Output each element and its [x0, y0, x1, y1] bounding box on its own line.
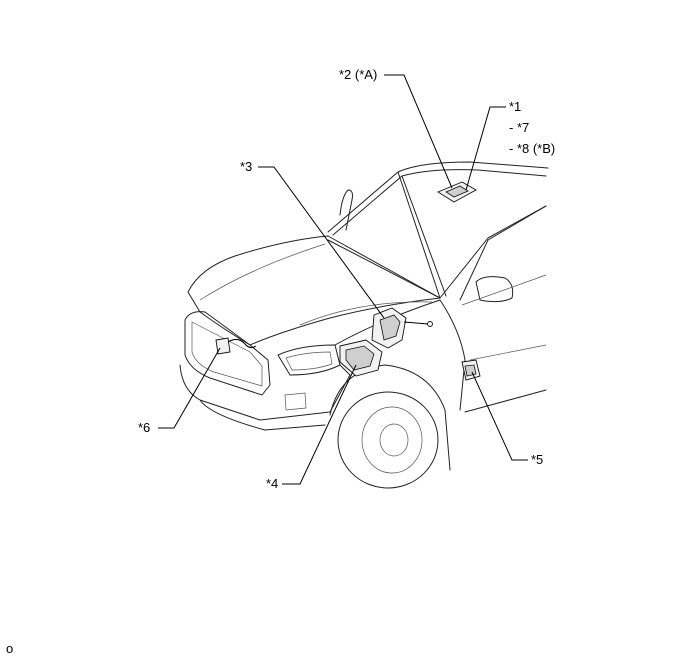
callout-1: *1 [509, 99, 522, 114]
callout-7: - *7 [509, 120, 530, 135]
front-rim [361, 406, 423, 474]
callout-4: *4 [266, 476, 279, 491]
windshield-top [332, 169, 547, 236]
roof-module-part [437, 181, 477, 203]
leader-c1 [465, 106, 506, 191]
front-tire [337, 391, 439, 489]
fog-lamp [284, 392, 307, 411]
callout-3: *3 [240, 159, 253, 174]
callout-2: *2 (*A) [339, 67, 378, 82]
hood-crease [199, 243, 326, 301]
grille-inner [191, 321, 263, 387]
callout-6: *6 [138, 420, 151, 435]
a-pillar [397, 171, 441, 299]
side-sensor-part [461, 359, 481, 381]
callout-5: *5 [531, 452, 544, 467]
antenna [339, 189, 353, 231]
front-door [459, 205, 547, 413]
front-sensor-part [215, 337, 257, 355]
footer-mark: o [6, 641, 14, 656]
steering-column-part [371, 307, 433, 349]
leader-c5 [471, 371, 528, 461]
front-hub [379, 423, 409, 457]
headlight-inner [285, 351, 333, 371]
leader-c2 [384, 74, 453, 189]
grille-outline [184, 311, 271, 396]
a-pillar-inner [401, 175, 447, 297]
roof-outline [327, 161, 549, 233]
hood-crease-2 [299, 301, 433, 326]
callout-8: - *8 (*B) [509, 141, 556, 156]
leader-c6 [158, 347, 221, 429]
lower-bumper [199, 399, 326, 431]
front-bumper [179, 364, 351, 421]
wheel-arch [329, 364, 451, 471]
leader-c4 [282, 364, 357, 485]
airbag-module-part [339, 339, 383, 377]
windshield-bottom [327, 205, 547, 299]
door-handle-line [469, 344, 547, 361]
leader-c3 [258, 166, 385, 319]
door-window-line [461, 274, 547, 306]
front-fender [334, 299, 466, 411]
